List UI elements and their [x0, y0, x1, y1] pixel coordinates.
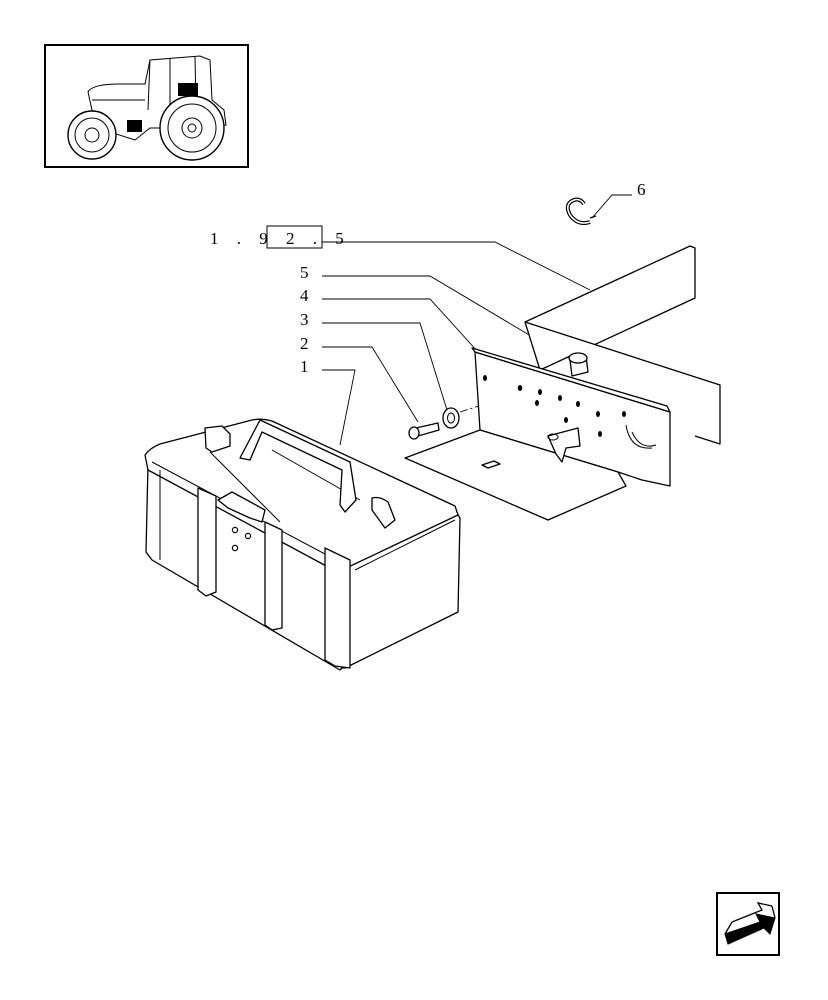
part-1-toolbox — [144, 418, 461, 671]
tractor-thumbnail-icon[interactable] — [44, 44, 249, 168]
part-4-bracket — [404, 347, 671, 521]
part-6-clip — [565, 197, 597, 226]
callout-3: 3 — [300, 310, 309, 329]
callout-4: 4 — [300, 286, 309, 305]
reference-code-link[interactable]: 1 . 9 2 . 5 — [210, 225, 351, 249]
chassis-frame — [524, 245, 721, 445]
callout-2: 2 — [300, 334, 309, 353]
part-5-spacer — [568, 352, 589, 377]
callout-6: 6 — [637, 180, 646, 199]
reference-code-text: 1 . 9 2 . 5 — [210, 229, 351, 248]
callout-5: 5 — [300, 263, 309, 282]
part-2-bolt — [408, 422, 440, 440]
part-3-washer — [442, 407, 460, 429]
next-page-arrow-icon[interactable] — [716, 892, 780, 956]
callout-1: 1 — [300, 357, 309, 376]
